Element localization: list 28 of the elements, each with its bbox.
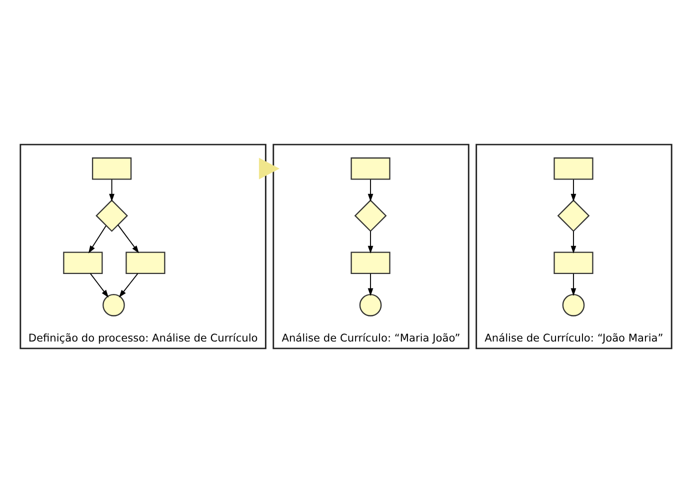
node-box	[92, 157, 132, 180]
arrow	[570, 230, 576, 254]
arrow	[368, 230, 374, 254]
node-circle	[359, 294, 382, 316]
node-diamond	[557, 200, 590, 232]
arrow	[88, 225, 106, 254]
cluster: Definição do processo: Análise de Currículo	[20, 144, 266, 350]
arrow	[368, 179, 374, 202]
arrow	[117, 224, 139, 254]
arrow	[570, 179, 576, 202]
cluster: Análise de Currículo: “João Maria”	[476, 144, 672, 350]
arrow	[109, 179, 114, 202]
node-circle	[102, 294, 125, 316]
node-box	[554, 252, 594, 274]
node-box	[350, 157, 390, 180]
node-diamond	[96, 200, 128, 232]
arrow	[118, 273, 138, 298]
node-box	[63, 252, 103, 274]
node-circle	[562, 294, 585, 316]
arrow	[570, 273, 576, 296]
arrow	[368, 273, 374, 296]
arrow	[258, 158, 280, 180]
node-box	[554, 157, 594, 180]
node-box	[126, 252, 166, 274]
node-box	[350, 252, 390, 274]
arrow	[90, 273, 109, 298]
cluster: Análise de Currículo: “Maria João”	[272, 144, 470, 350]
node-diamond	[354, 200, 387, 232]
